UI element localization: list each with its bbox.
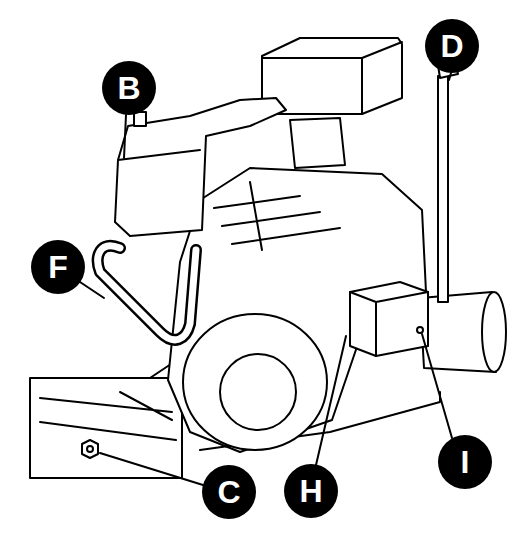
callout-circle: H — [284, 464, 338, 518]
handle-fill — [98, 246, 196, 340]
dipstick-tube — [438, 76, 448, 302]
leader-line — [422, 334, 452, 438]
control-box-edge — [350, 292, 428, 356]
callout-circle: F — [31, 240, 85, 294]
callout-letter: F — [48, 249, 68, 286]
shroud-slots — [214, 182, 340, 250]
bolt-center — [87, 446, 93, 452]
air-cleaner-cover — [262, 38, 402, 114]
cover-edge — [262, 42, 402, 114]
callout-circle: C — [202, 465, 256, 519]
inset-frame — [30, 378, 182, 478]
callout-letter: B — [117, 70, 140, 107]
leader-line — [124, 115, 126, 158]
recoil-hub — [220, 354, 296, 430]
tank-seam — [118, 150, 200, 160]
tank — [115, 98, 286, 236]
leader-line — [80, 282, 104, 298]
drain-bolt — [82, 440, 98, 458]
control-screw — [417, 327, 423, 333]
frame-rail — [40, 392, 176, 440]
callout-letter: I — [461, 444, 470, 481]
leader-line — [449, 73, 451, 80]
control-box — [350, 282, 428, 356]
callout-letter: D — [440, 28, 463, 65]
handle-outline — [98, 246, 196, 340]
fan-housing — [183, 314, 327, 450]
leader-line — [316, 336, 346, 465]
callout-circle: B — [102, 61, 156, 115]
callout-circle: I — [438, 435, 492, 489]
callout-letter: C — [217, 474, 240, 511]
callout-circle: D — [425, 19, 479, 73]
leader-line — [100, 453, 203, 485]
air-intake — [290, 118, 345, 168]
starter-end — [482, 292, 506, 372]
callout-letter: H — [299, 473, 322, 510]
